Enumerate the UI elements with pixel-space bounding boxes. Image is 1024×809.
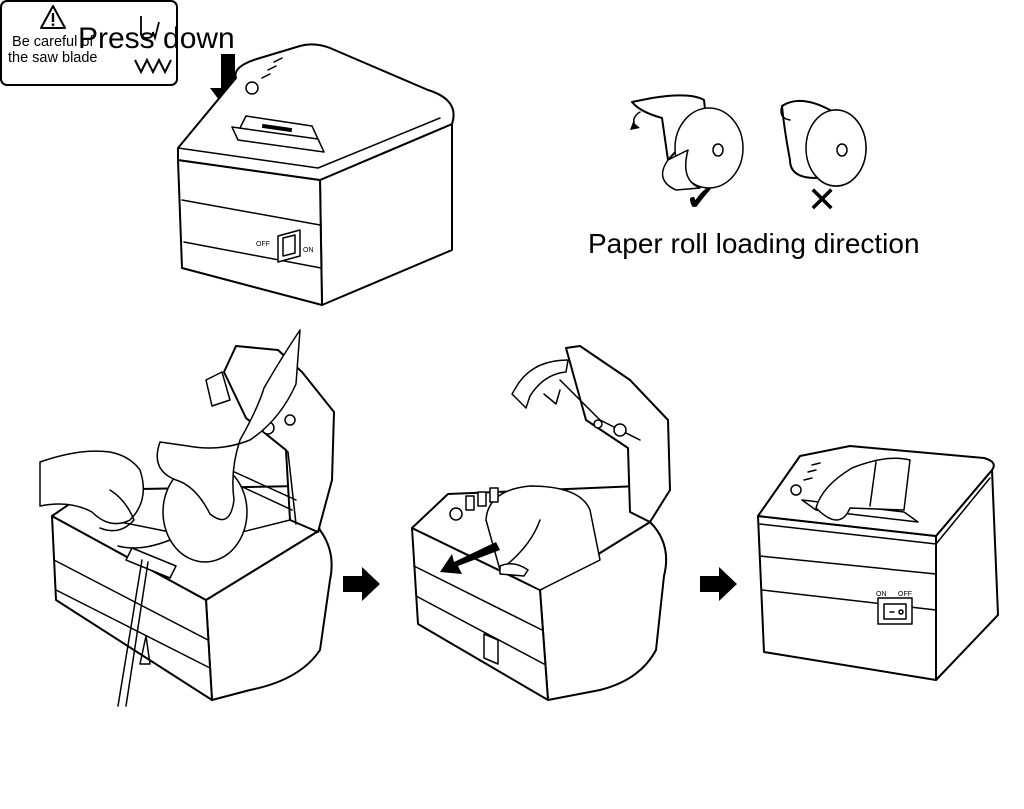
svg-text:ON: ON (876, 591, 887, 598)
correct-check-icon: ✔ (686, 180, 715, 218)
warning-triangle-icon (40, 5, 66, 29)
saw-blade-icon (134, 16, 172, 75)
svg-text:OFF: OFF (256, 241, 270, 248)
svg-text:ON: ON (303, 247, 314, 254)
paper-direction-label: Paper roll loading direction (588, 228, 920, 259)
svg-text:OFF: OFF (898, 591, 912, 598)
caution-line-2: the saw blade (8, 50, 98, 66)
pull-paper-arrow-icon (440, 542, 500, 574)
press-down-arrow-icon (210, 54, 246, 112)
saw-blade-caution-box: Be careful of the saw blade (0, 0, 178, 86)
close-lid-arrow-icon (511, 359, 569, 409)
caution-text: Be careful of the saw blade (8, 34, 97, 66)
caution-line-1: Be careful of (12, 34, 94, 50)
wrong-cross-icon: ✕ (807, 179, 838, 220)
